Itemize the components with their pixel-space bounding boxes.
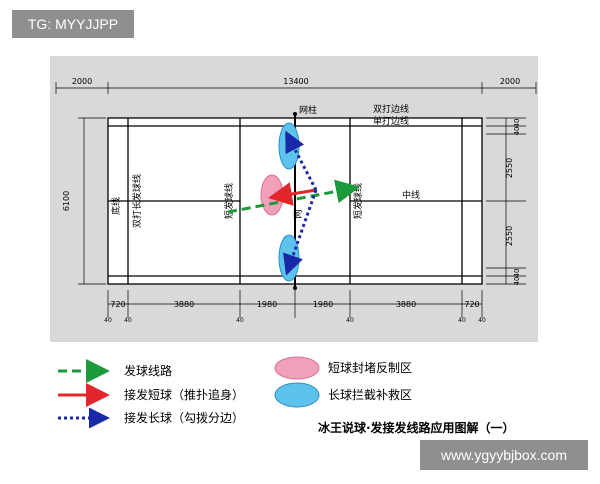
legend-short-return-label: 接发短球（推扑追身）: [124, 387, 244, 402]
legend-short-zone-swatch: [274, 356, 320, 380]
label-doubles-long-service-line: 双打长发球线: [131, 174, 143, 228]
dim-bottom-2: 1980: [257, 300, 277, 309]
long-ball-intercept-zone-top: [278, 122, 300, 170]
label-singles-sideline: 单打边线: [373, 115, 409, 127]
short-return-arrow: [268, 182, 317, 206]
bottom-dimension: [107, 290, 483, 318]
label-net: 网: [293, 209, 304, 218]
right-dimension: [486, 117, 526, 285]
long-ball-intercept-zone-bottom: [278, 234, 300, 282]
label-baseline: 底线: [110, 197, 122, 215]
left-dimension: [78, 117, 106, 285]
label-short-service-line-left: 短发球线: [223, 183, 235, 219]
dim-right-margin: 2000: [500, 77, 520, 86]
label-net-post: 网柱: [299, 104, 317, 116]
label-center-line: 中线: [402, 189, 420, 201]
dim-line-width-1: 40: [124, 317, 132, 324]
long-return-arrow-bottom: [283, 189, 318, 276]
legend-serve-route-label: 发球线路: [124, 363, 172, 378]
dim-right-5: 40: [513, 277, 521, 286]
legend-long-zone-label: 长球拦截补救区: [328, 387, 412, 402]
dim-line-width-5: 40: [478, 317, 486, 324]
dim-bottom-0: 720: [110, 300, 125, 309]
diagram-caption: 冰王说球·发接发线路应用图解（一）: [318, 420, 515, 435]
dim-line-width-2: 40: [236, 317, 244, 324]
dim-bottom-5: 720: [464, 300, 479, 309]
top-dimension: [55, 82, 537, 94]
dim-right-2: 2550: [505, 158, 514, 178]
long-return-arrow-top: [285, 130, 318, 191]
dim-total-length: 13400: [283, 77, 308, 86]
watermark-top: TG: MYYJJPP: [12, 10, 134, 38]
dim-right-1: 40: [513, 127, 521, 136]
watermark-bottom: www.ygyybjbox.com: [420, 440, 588, 470]
dim-line-width-4: 40: [458, 317, 466, 324]
dim-line-width-3: 40: [346, 317, 354, 324]
dim-right-3: 2550: [505, 226, 514, 246]
dim-right-0: 40: [513, 119, 521, 128]
legend: 发球线路 接发短球（推扑追身） 接发长球（勾拨分边） 短球封堵反制区 长球拦截补…: [58, 356, 412, 429]
dim-bottom-3: 1980: [313, 300, 333, 309]
dim-bottom-1: 3880: [174, 300, 194, 309]
dim-right-4: 40: [513, 269, 521, 278]
dim-bottom-4: 3880: [396, 300, 416, 309]
dim-line-width-0: 40: [104, 317, 112, 324]
label-doubles-sideline: 双打边线: [373, 103, 409, 115]
legend-long-zone-swatch: [274, 382, 320, 408]
legend-long-return-label: 接发长球（勾拨分边）: [124, 410, 244, 425]
dim-court-width: 6100: [62, 191, 71, 211]
dim-left-margin: 2000: [72, 77, 92, 86]
legend-short-zone-label: 短球封堵反制区: [328, 361, 412, 375]
